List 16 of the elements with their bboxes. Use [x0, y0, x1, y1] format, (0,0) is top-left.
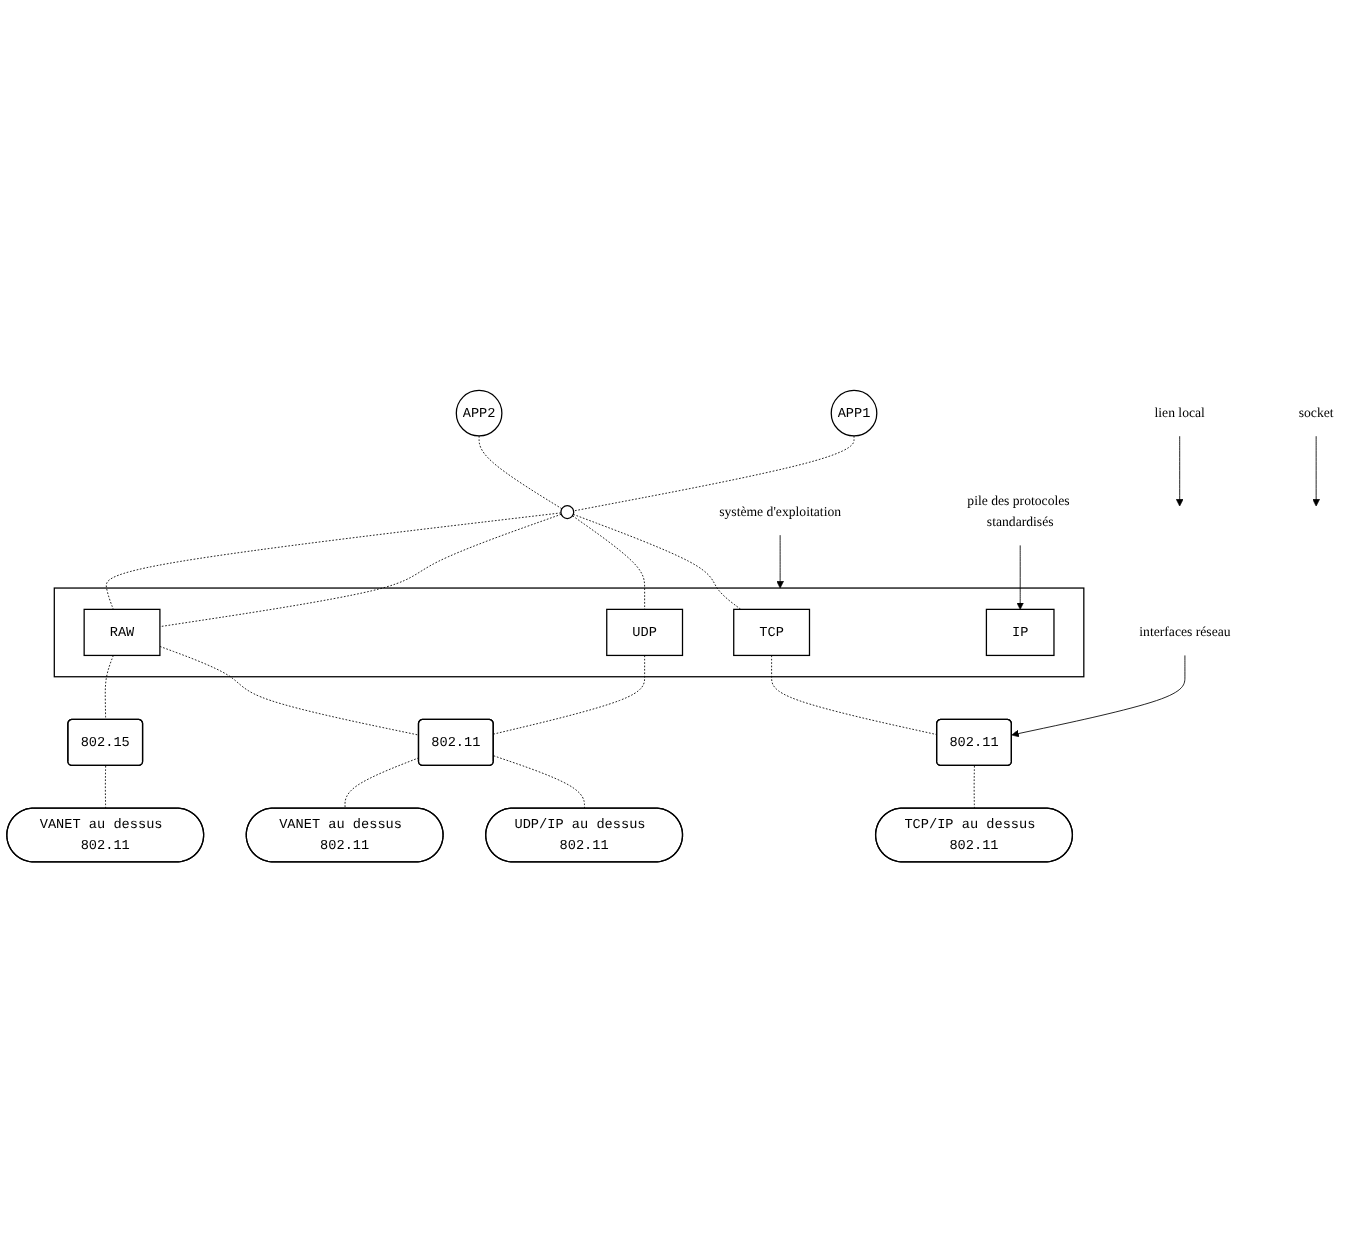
- cluster: [53, 586, 1085, 677]
- connector: [104, 654, 114, 720]
- node-ellipse: [560, 504, 575, 519]
- connector: [572, 512, 742, 609]
- connector: [104, 764, 107, 808]
- connector: [973, 764, 975, 808]
- connector: [572, 514, 646, 609]
- connector: [493, 754, 585, 808]
- connector: [159, 645, 420, 735]
- connector: [771, 654, 938, 735]
- connector: [105, 511, 562, 609]
- connector: [344, 756, 420, 808]
- connector: [493, 654, 646, 734]
- connector: [573, 434, 855, 511]
- connector: [478, 434, 563, 509]
- connector: [159, 512, 562, 627]
